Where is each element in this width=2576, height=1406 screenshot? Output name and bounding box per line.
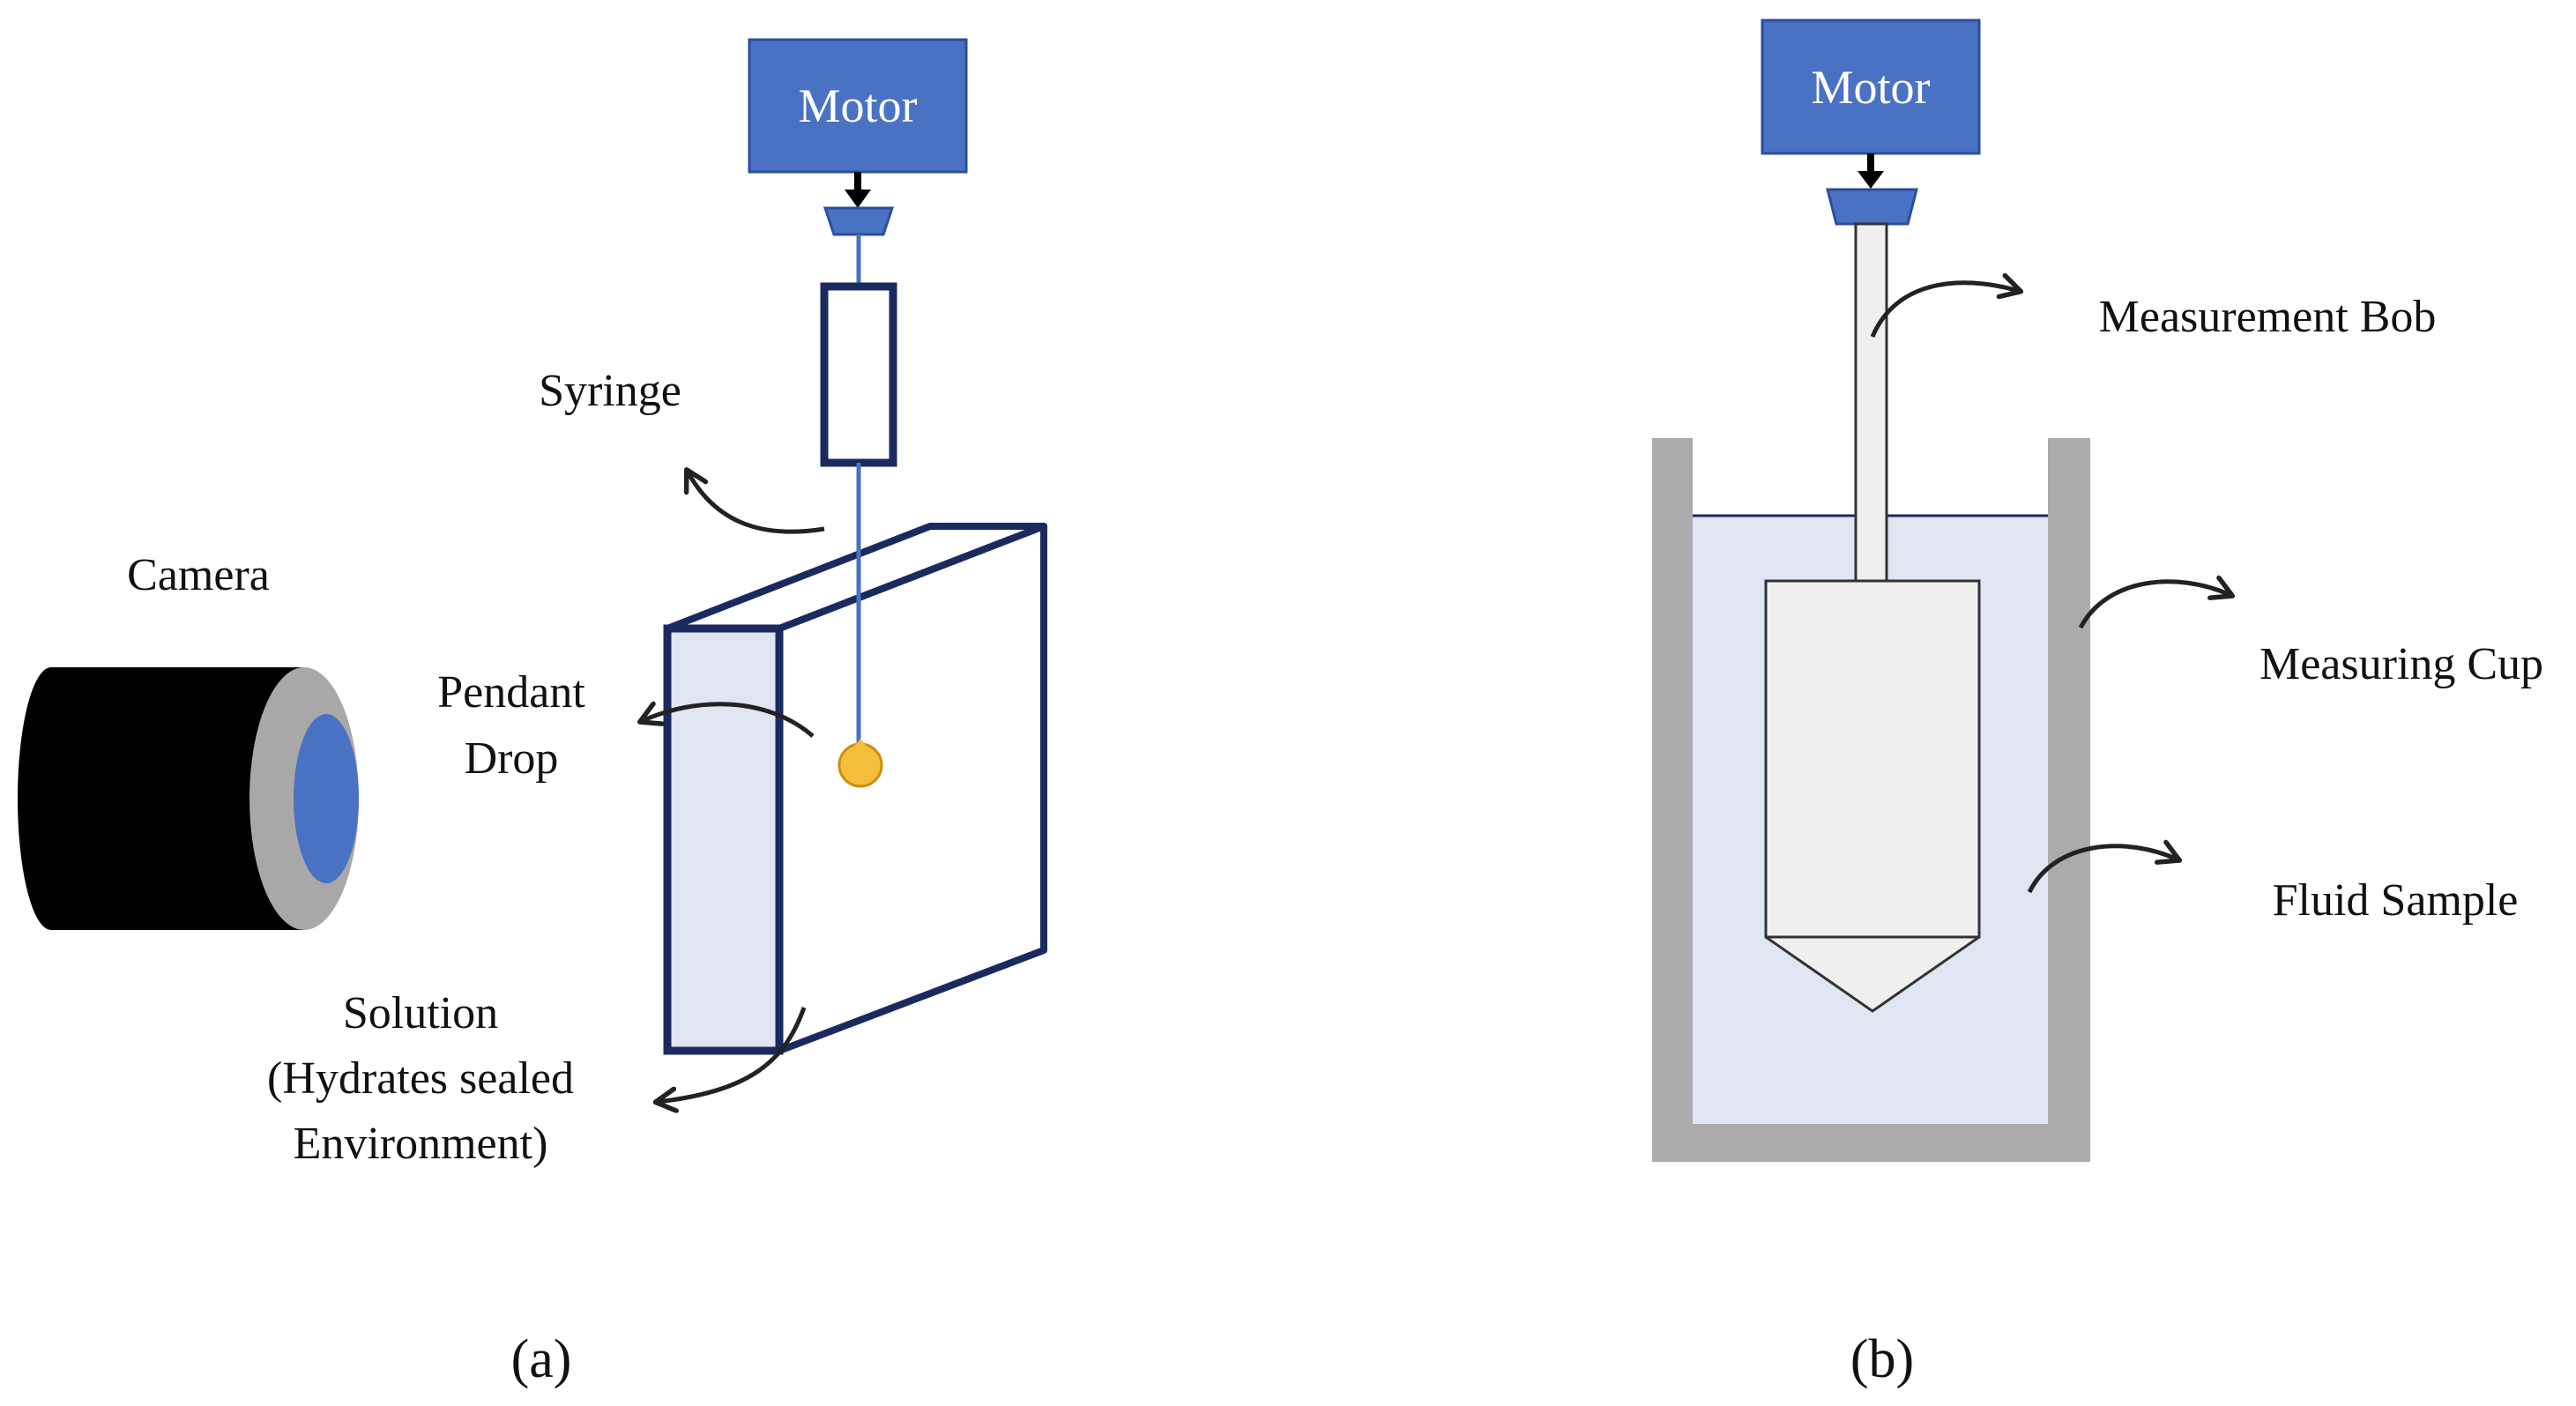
bob-shaft <box>1854 222 1888 583</box>
bob-body <box>1764 579 1981 939</box>
bob-arrow <box>1870 283 2019 338</box>
solution-arrow <box>658 1007 807 1102</box>
camera <box>18 667 359 930</box>
bob-cone <box>1764 935 1981 1013</box>
motor-a-label: Motor <box>799 79 918 132</box>
fluid-label: Fluid Sample <box>2273 875 2519 926</box>
pendant-drop-label-line2: Drop <box>465 733 559 784</box>
syringe-barrel <box>820 282 897 467</box>
syringe-arrow <box>688 472 825 534</box>
panel-b: Motor Measurement Bob Measuring Cup Flui… <box>1652 19 2543 1389</box>
measurement-bob <box>1764 579 1981 1013</box>
camera-label: Camera <box>127 550 270 600</box>
solution-label-line2: (Hydrates sealed <box>267 1053 574 1104</box>
fluid-arrow <box>2027 846 2178 894</box>
motor-a-box <box>748 38 968 174</box>
syringe-label: Syringe <box>539 366 681 416</box>
pendant-drop <box>838 742 883 788</box>
pendant-drop-tip <box>852 739 869 749</box>
caption-a: (a) <box>511 1329 572 1389</box>
cup-label: Measuring Cup <box>2260 639 2543 689</box>
solution-label-line3: Environment) <box>294 1119 548 1169</box>
panel-a: Motor <box>18 38 1047 1389</box>
cup-arrow <box>2078 582 2230 629</box>
motor-b-label: Motor <box>1812 61 1931 114</box>
caption-b: (b) <box>1850 1329 1914 1389</box>
coupling-a <box>823 206 895 236</box>
sealed-cell <box>663 523 1047 1055</box>
bob-label: Measurement Bob <box>2099 292 2437 342</box>
motor-b-drive-arrowhead <box>1858 171 1884 189</box>
pendant-drop-label-line1: Pendant <box>437 667 585 718</box>
motor-a-drive-arrowhead <box>845 190 871 208</box>
motor-b-box <box>1761 19 1981 155</box>
motor-a: Motor <box>748 38 968 174</box>
motor-b: Motor <box>1761 19 1981 155</box>
coupling-b <box>1826 188 1918 226</box>
solution-label-line1: Solution <box>343 988 498 1038</box>
camera-lens-glass <box>294 714 359 883</box>
pendant-drop-arrow <box>642 704 815 738</box>
cell-front-face <box>663 624 784 1055</box>
camera-body <box>18 667 304 930</box>
